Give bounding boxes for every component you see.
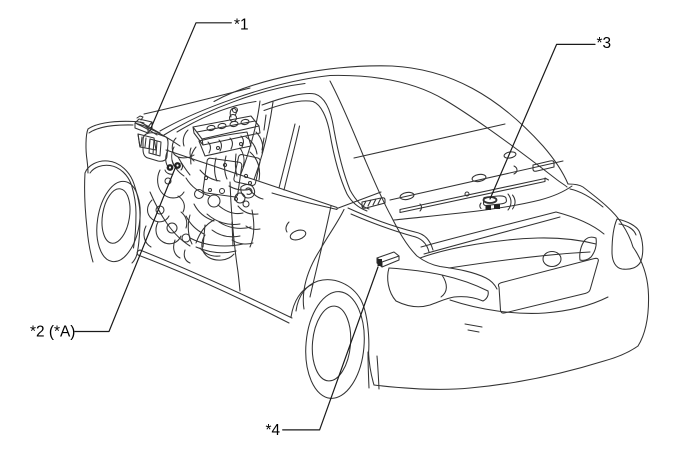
svg-text:*1: *1 (234, 16, 249, 33)
svg-text:*4: *4 (266, 422, 281, 439)
svg-text:*2 (*A): *2 (*A) (30, 323, 75, 340)
svg-text:*3: *3 (597, 35, 612, 52)
